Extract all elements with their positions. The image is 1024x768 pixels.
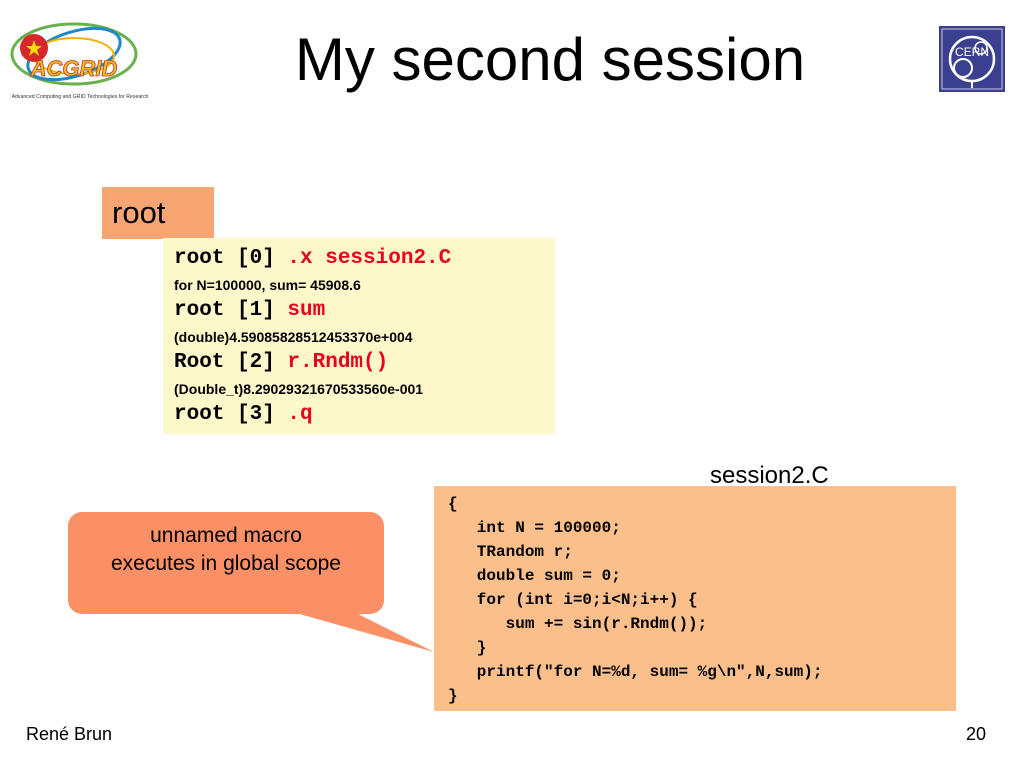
code-line: }: [448, 687, 458, 705]
code-line: TRandom r;: [448, 543, 573, 561]
code-line: printf("for N=%d, sum= %g\n",N,sum);: [448, 663, 823, 681]
callout-text: unnamed macro executes in global scope: [68, 522, 384, 578]
code-line: sum += sin(r.Rndm());: [448, 615, 708, 633]
footer-author: René Brun: [26, 724, 113, 744]
callout-line: unnamed macro: [150, 524, 302, 547]
console-prompt: root [0]: [174, 247, 288, 270]
console-output-line: (double)4.59085828512453370e+004: [174, 329, 413, 345]
root-label: root: [102, 187, 214, 239]
console-command-line: root [1] sum: [174, 298, 555, 324]
console-output-line: (Double_t)8.29029321670533560e-001: [174, 381, 424, 397]
file-label: session2.C: [710, 462, 829, 489]
console-input: r.Rndm(): [287, 351, 389, 374]
callout-bubble: [68, 512, 384, 614]
acgrid-logo-text: ACGRID: [30, 56, 118, 81]
cern-logo: CERN: [939, 26, 1005, 92]
code-line: int N = 100000;: [448, 519, 621, 537]
console-command-line: root [3] .q: [174, 402, 555, 428]
callout-line: executes in global scope: [111, 552, 341, 575]
console-command-line: Root [2] r.Rndm(): [174, 350, 555, 376]
cern-logo-text: CERN: [955, 45, 989, 59]
page-number: 20: [966, 724, 987, 744]
console-input: .x session2.C: [287, 247, 452, 270]
code-line: {: [448, 495, 458, 513]
acgrid-logo-caption: Advanced Computing and GRID Technologies…: [12, 94, 149, 100]
root-console-session: root [0] .x session2.C for N=100000, sum…: [163, 238, 555, 434]
console-prompt: root [3]: [174, 403, 288, 426]
console-command-line: root [0] .x session2.C: [174, 246, 555, 272]
code-line: }: [448, 639, 487, 657]
acgrid-logo: ACGRID Advanced Computing and GRID Techn…: [2, 14, 164, 102]
code-line: for (int i=0;i<N;i++) {: [448, 591, 698, 609]
console-input: .q: [287, 403, 313, 426]
macro-code-box: { int N = 100000; TRandom r; double sum …: [434, 486, 956, 711]
console-prompt: root [1]: [174, 299, 288, 322]
console-input: sum: [287, 299, 326, 322]
slide-title: My second session: [294, 26, 806, 93]
console-prompt: Root [2]: [174, 351, 288, 374]
code-line: double sum = 0;: [448, 567, 621, 585]
console-output-line: for N=100000, sum= 45908.6: [174, 277, 361, 293]
